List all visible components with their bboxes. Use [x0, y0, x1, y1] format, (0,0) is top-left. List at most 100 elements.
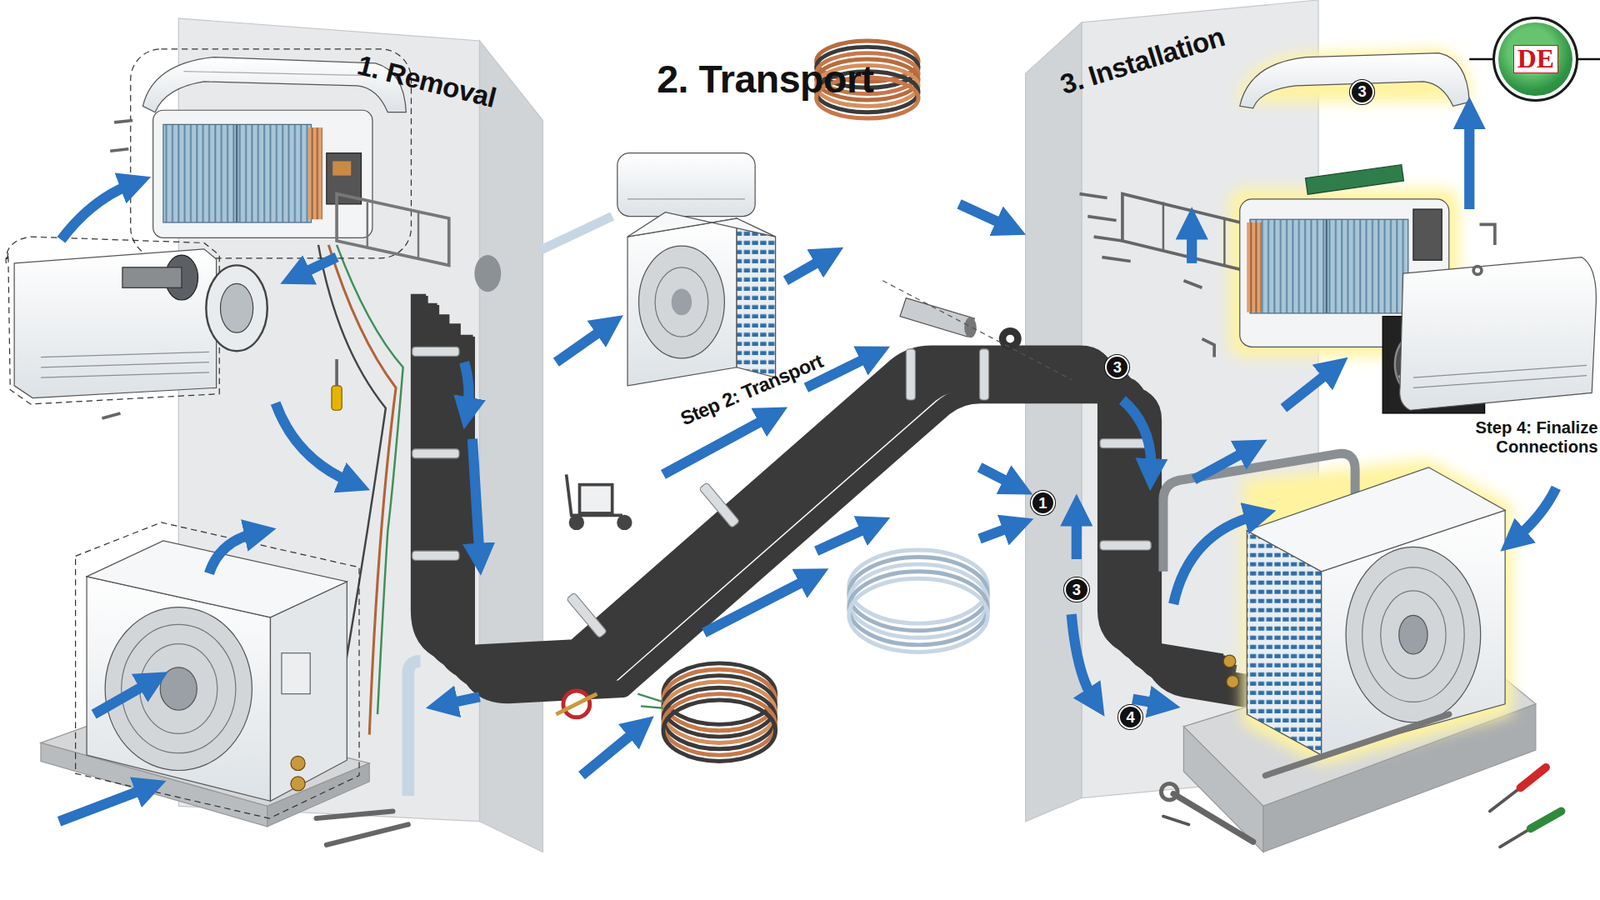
left-wall-part — [480, 40, 544, 852]
transport-items-part-part — [849, 571, 989, 645]
transport-items-part — [671, 289, 692, 316]
indoor-unit-installation-part-part — [1080, 194, 1108, 199]
outdoor-unit-removal-part — [316, 810, 409, 845]
transport-items-part — [627, 198, 745, 200]
callout-text: 3 — [1358, 82, 1367, 101]
transport-items-part — [736, 218, 776, 378]
step-note: Step 4: Finalize Connections — [1445, 418, 1599, 457]
transport-items-part-part — [570, 516, 583, 530]
indoor-unit-removal-part — [14, 249, 216, 399]
flow-arrows — [59, 116, 1556, 822]
indoor-unit-removal-part — [331, 385, 342, 410]
refrigerant-pipe-bundle-part — [408, 660, 421, 796]
indoor-unit-installation-part — [1250, 219, 1409, 314]
indoor-unit-installation-part-part — [1201, 339, 1215, 358]
refrigerant-pipe-bundle-part-part — [412, 449, 460, 459]
refrigerant-pipe-bundle-part — [540, 216, 613, 250]
transport-items-part-part — [849, 578, 989, 652]
indoor-unit-removal-part — [417, 212, 420, 260]
outdoor-unit-installation-part-part — [1160, 783, 1178, 800]
transport-items-part — [627, 218, 737, 386]
indoor-unit-removal-part — [332, 160, 351, 175]
indoor-unit-installation-part — [1080, 194, 1203, 289]
flow-arrows-part — [464, 362, 469, 411]
transport-items-part-part — [663, 694, 776, 755]
indoor-unit-removal-part-part — [40, 362, 210, 368]
indoor-unit-installation-part-part — [1473, 266, 1482, 275]
flow-arrows-part — [275, 403, 353, 484]
outdoor-unit-installation-part — [1345, 546, 1481, 723]
indoor-unit-installation-part — [1240, 53, 1470, 109]
indoor-unit-installation-part — [1413, 365, 1587, 388]
indoor-unit-removal-part — [235, 124, 238, 223]
refrigerant-pipe-bundle-part — [412, 346, 1152, 638]
outdoor-unit-installation-part — [1246, 467, 1505, 572]
transport-items-part-part — [663, 675, 776, 737]
outdoor-unit-installation-part — [1399, 615, 1428, 655]
indoor-unit-installation-part-part — [1413, 365, 1587, 378]
indoor-unit-removal-part — [205, 265, 267, 351]
section-heading: 2. Transport — [656, 57, 874, 103]
transport-items-part-part — [849, 557, 989, 631]
flow-arrows-part — [1194, 449, 1250, 480]
indoor-unit-installation-part — [1201, 224, 1495, 357]
indoor-unit-removal-part — [163, 124, 312, 223]
callout-number: 3 — [1064, 577, 1089, 602]
outdoor-unit-installation-part — [1380, 590, 1446, 679]
indoor-unit-removal-part — [101, 120, 133, 419]
indoor-unit-removal-part — [153, 110, 373, 238]
outdoor-unit-installation-part — [1160, 767, 1561, 848]
outdoor-unit-removal-part — [290, 755, 305, 770]
flow-arrows-part — [209, 532, 258, 574]
flow-arrows-part — [1186, 226, 1197, 264]
outdoor-unit-removal-part — [290, 776, 305, 791]
transport-items-part-part — [849, 550, 989, 624]
outdoor-unit-installation-part-part — [1265, 714, 1449, 775]
transport-items-part-part — [663, 687, 776, 749]
indoor-unit-removal-part — [335, 359, 339, 386]
outdoor-unit-removal-part — [75, 522, 360, 819]
indoor-unit-removal-part — [40, 351, 210, 378]
callout-text: 4 — [1126, 708, 1135, 727]
flow-arrows-part — [298, 257, 338, 276]
transport-items-part-part — [580, 485, 613, 514]
outdoor-unit-installation — [1160, 453, 1561, 852]
outdoor-unit-installation-part-part — [1490, 787, 1521, 811]
outdoor-unit-removal — [40, 522, 409, 845]
transport-items — [555, 40, 1071, 761]
flow-arrows-part — [1515, 487, 1556, 539]
transport-items-part-part — [849, 564, 989, 638]
indoor-unit-removal — [5, 49, 450, 419]
flow-arrows-part — [94, 681, 152, 715]
transport-items-part — [655, 267, 709, 337]
transport-items-part — [637, 694, 664, 709]
transport-items-part-part — [618, 516, 631, 530]
indoor-unit-installation-part-part — [1094, 236, 1123, 241]
flow-arrows-part — [816, 525, 873, 552]
flow-arrows-part — [472, 439, 480, 557]
transport-items-part — [555, 694, 597, 715]
transport-items-part — [849, 550, 989, 652]
indoor-unit-installation-part — [1246, 222, 1261, 313]
refrigerant-pipe-bundle-part-part — [905, 349, 915, 400]
outdoor-unit-installation-part — [1183, 726, 1264, 853]
transport-items-part — [639, 245, 725, 359]
flow-arrows-part — [980, 467, 1016, 486]
indoor-unit-installation-part-part — [1183, 280, 1202, 289]
callout-text: 3 — [1113, 358, 1122, 377]
outdoor-unit-installation-part-part — [1163, 816, 1190, 825]
refrigerant-pipe-bundle-part — [465, 335, 1270, 703]
indoor-unit-removal-part — [183, 71, 367, 76]
transport-items-part-part — [663, 700, 776, 761]
outdoor-unit-removal-part-part — [316, 810, 394, 819]
logo-badge: DE — [1492, 16, 1579, 103]
callout-text: 1 — [1038, 494, 1047, 513]
indoor-unit-installation-part-part — [1413, 375, 1587, 389]
indoor-unit-installation-part — [1325, 219, 1328, 314]
refrigerant-pipe-bundle-part-part — [699, 482, 740, 529]
indoor-unit-installation-part-part — [1480, 224, 1495, 245]
indoor-unit-removal-part-part — [101, 413, 120, 419]
outdoor-unit-installation-part — [1223, 655, 1236, 668]
indoor-unit-installation-part — [1223, 217, 1225, 266]
